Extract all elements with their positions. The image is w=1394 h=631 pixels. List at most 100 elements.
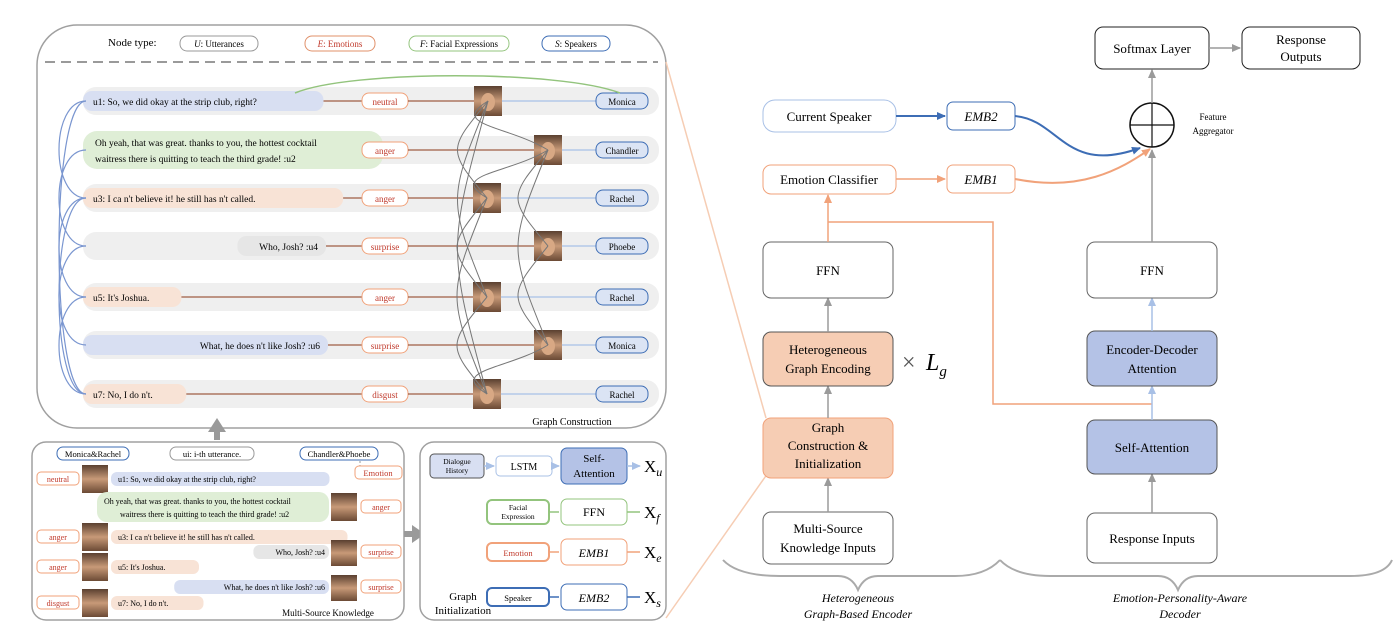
utterance-text: u3: I ca n't believe it! he still has n'… bbox=[93, 195, 256, 205]
svg-text:Monica&Rachel: Monica&Rachel bbox=[65, 449, 122, 459]
face-icon bbox=[331, 493, 357, 521]
svg-text:Phoebe: Phoebe bbox=[609, 242, 636, 252]
svg-text:waitress there is quitting to: waitress there is quitting to teach the … bbox=[120, 510, 289, 519]
svg-text:Graph: Graph bbox=[449, 591, 477, 603]
utterance-text: Who, Josh? :u4 bbox=[259, 243, 318, 253]
svg-text:U: Utterances: U: Utterances bbox=[194, 39, 244, 49]
right-arrow bbox=[404, 525, 425, 543]
svg-text:S: Speakers: S: Speakers bbox=[555, 39, 597, 49]
svg-text:Rachel: Rachel bbox=[610, 194, 635, 204]
graph-row: u1: So, we did okay at the strip club, r… bbox=[83, 86, 659, 116]
decoder-column: Response Inputs Self-Attention Encoder-D… bbox=[999, 26, 1393, 621]
speaker-node bbox=[595, 237, 649, 255]
svg-text:Construction &: Construction & bbox=[788, 438, 869, 453]
svg-text:Facial: Facial bbox=[509, 503, 527, 512]
svg-text:neutral: neutral bbox=[373, 97, 398, 107]
svg-text:anger: anger bbox=[375, 194, 395, 204]
multi-source-caption: Multi-Source Knowledge bbox=[282, 608, 374, 618]
svg-text:Multi-Source: Multi-Source bbox=[793, 521, 863, 536]
speaker-node bbox=[595, 336, 649, 354]
svg-text:Self-Attention: Self-Attention bbox=[1115, 440, 1190, 455]
svg-text:Chandler: Chandler bbox=[606, 146, 639, 156]
svg-text:What, he does n't like Josh? :: What, he does n't like Josh? :u6 bbox=[224, 583, 325, 592]
legend-speakers: S: Speakers bbox=[541, 35, 611, 52]
svg-text:anger: anger bbox=[375, 293, 395, 303]
utterance-text: u5: It's Joshua. bbox=[93, 294, 149, 304]
svg-text:u7: No, I do n't.: u7: No, I do n't. bbox=[118, 599, 168, 608]
svg-text:LSTM: LSTM bbox=[511, 462, 538, 473]
svg-text:disgust: disgust bbox=[47, 599, 70, 608]
svg-text:Graph Encoding: Graph Encoding bbox=[785, 361, 871, 376]
speaker-node bbox=[595, 288, 649, 306]
utterance-node bbox=[237, 236, 326, 256]
svg-text:FFN: FFN bbox=[816, 263, 840, 278]
face-icon bbox=[331, 540, 357, 566]
svg-text:Dialogue: Dialogue bbox=[443, 457, 471, 466]
svg-text:Emotion Classifier: Emotion Classifier bbox=[780, 172, 879, 187]
svg-text:Rachel: Rachel bbox=[610, 293, 635, 303]
svg-text:Monica: Monica bbox=[608, 341, 636, 351]
svg-text:Emotion-Personality-Aware: Emotion-Personality-Aware bbox=[1112, 591, 1248, 605]
utterance-text: What, he does n't like Josh? :u6 bbox=[200, 342, 320, 352]
knowledge-row: Who, Josh? :u4 surprise bbox=[253, 540, 402, 566]
svg-text:anger: anger bbox=[49, 563, 67, 572]
knowledge-row: disgust u7: No, I do n't. bbox=[36, 589, 204, 617]
svg-text:EMB1: EMB1 bbox=[963, 172, 997, 187]
svg-text:Initialization: Initialization bbox=[435, 605, 492, 617]
svg-text:waitress there is quitting to: waitress there is quitting to teach the … bbox=[95, 155, 296, 165]
svg-text:Initialization: Initialization bbox=[795, 456, 862, 471]
svg-text:neutral: neutral bbox=[47, 475, 70, 484]
svg-text:Heterogeneous: Heterogeneous bbox=[789, 342, 867, 357]
svg-text:Heterogeneous: Heterogeneous bbox=[821, 591, 895, 605]
utterance-node bbox=[83, 188, 344, 208]
svg-text:Encoder-Decoder: Encoder-Decoder bbox=[1106, 342, 1198, 357]
speaker-node bbox=[595, 385, 649, 403]
graph-construction-caption: Graph Construction bbox=[532, 417, 611, 428]
speaker-node bbox=[595, 189, 649, 207]
graph-row: u5: It's Joshua. anger Rachel bbox=[83, 282, 659, 312]
face-icon bbox=[331, 575, 357, 601]
graph-row: Oh yeah, that was great. thanks to you, … bbox=[83, 131, 659, 169]
graph-construction-panel: Node type: U: Utterances E: Emotions F: … bbox=[36, 24, 667, 429]
svg-text:FFN: FFN bbox=[583, 505, 605, 519]
svg-text:EMB1: EMB1 bbox=[578, 546, 610, 560]
svg-text:Lg: Lg bbox=[925, 350, 947, 380]
svg-text:Attention: Attention bbox=[573, 468, 615, 480]
svg-text:EMB2: EMB2 bbox=[963, 109, 998, 124]
legend-utterances: U: Utterances bbox=[179, 35, 259, 52]
svg-text:Current Speaker: Current Speaker bbox=[787, 109, 873, 124]
svg-text:Who, Josh? :u4: Who, Josh? :u4 bbox=[275, 548, 325, 557]
svg-text:Rachel: Rachel bbox=[610, 390, 635, 400]
graph-row: Who, Josh? :u4 surprise Phoebe bbox=[83, 231, 659, 261]
svg-text:anger: anger bbox=[375, 146, 395, 156]
utterance-text: u7: No, I do n't. bbox=[93, 391, 153, 401]
graph-initialization-panel: Dialogue History LSTM Self- Attention Xu… bbox=[419, 441, 667, 621]
svg-text:u1: So, we did okay at the str: u1: So, we did okay at the strip club, r… bbox=[118, 475, 256, 484]
svg-text:surprise: surprise bbox=[368, 548, 394, 557]
utterance-node bbox=[83, 335, 328, 355]
svg-text:surprise: surprise bbox=[371, 242, 400, 252]
multi-source-panel: Monica&Rachel ui: i-th utterance. Chandl… bbox=[31, 441, 405, 621]
svg-text:Expression: Expression bbox=[501, 512, 535, 521]
svg-text:anger: anger bbox=[49, 533, 67, 542]
legend-facial: F: Facial Expressions bbox=[408, 35, 510, 52]
svg-text:Knowledge Inputs: Knowledge Inputs bbox=[780, 540, 876, 555]
svg-text:anger: anger bbox=[372, 503, 390, 512]
svg-text:F: Facial Expressions: F: Facial Expressions bbox=[419, 39, 499, 49]
up-arrow bbox=[208, 418, 226, 440]
svg-text:Emotion: Emotion bbox=[363, 468, 393, 478]
svg-text:Decoder: Decoder bbox=[1158, 607, 1201, 621]
graph-row: u3: I ca n't believe it! he still has n'… bbox=[83, 183, 659, 213]
knowledge-row: Oh yeah, that was great. thanks to you, … bbox=[97, 492, 402, 522]
legend-title: Node type: bbox=[108, 37, 157, 49]
svg-text:Oh yeah, that was great. thank: Oh yeah, that was great. thanks to you, … bbox=[104, 497, 292, 506]
svg-text:Response Inputs: Response Inputs bbox=[1109, 531, 1195, 546]
svg-text:Aggregator: Aggregator bbox=[1193, 126, 1234, 136]
svg-text:×: × bbox=[902, 350, 916, 376]
svg-text:Emotion: Emotion bbox=[503, 548, 533, 558]
face-icon bbox=[82, 589, 108, 617]
